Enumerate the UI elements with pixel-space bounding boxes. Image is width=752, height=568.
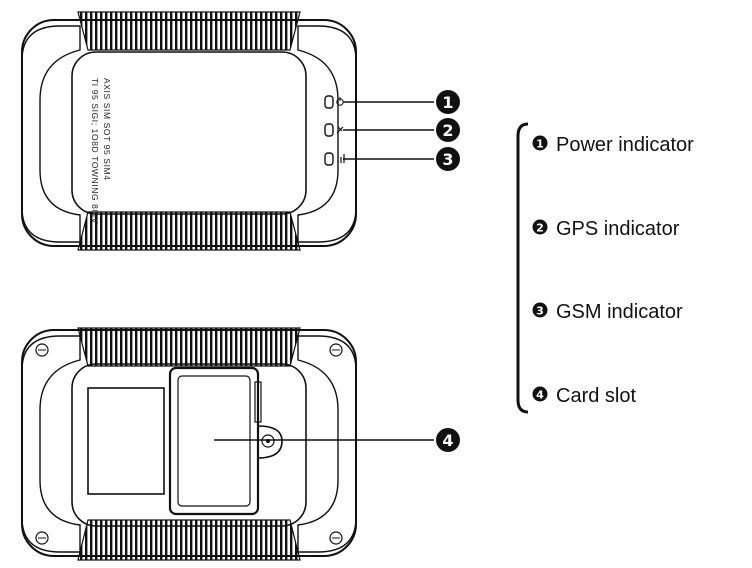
bottom-grip-upper [77,327,301,367]
card-slot-cover [168,366,283,516]
top-left-bumper [21,25,81,243]
callout-badge-1: 1 [436,90,460,114]
bottom-grip-lower [77,519,301,561]
screw-icon [35,531,49,545]
svg-text:4: 4 [442,431,453,450]
device-top-view: TI 95 SIGI; 1O8D TOWNING 80IV AXIS SIM S… [21,11,460,251]
top-right-bumper [297,25,357,243]
screw-icon [35,343,49,357]
gps-icon [336,126,344,134]
bottom-right-bumper [297,335,357,553]
bottom-left-bumper [21,335,81,553]
legend-bracket [516,122,529,414]
legend-item-power: 1 Power indicator [532,134,694,156]
top-inner-lid [71,51,307,215]
engraved-text-line-1: TI 95 SIGI; 1O8D TOWNING 80IV [90,78,100,224]
legend-label: Power indicator [556,134,694,156]
top-grip-lower [77,211,301,251]
legend-item-card-slot: 4 Card slot [532,385,636,407]
svg-text:2: 2 [536,222,544,235]
screw-icon [329,531,343,545]
gps-indicator-led [324,123,344,137]
device-bottom-view: 4 [21,327,460,561]
legend: 1 Power indicator 2 GPS indicator 3 GSM … [516,122,694,414]
bottom-inner-panel [71,363,307,527]
callout-badge-3: 3 [436,147,460,171]
svg-text:1: 1 [536,138,544,151]
svg-text:3: 3 [442,150,453,169]
engraved-text-line-2: AXIS SIM SOT 95 SIM4 [102,78,112,181]
gsm-indicator-led [324,152,345,166]
callout-badge-4: 4 [436,428,460,452]
legend-label: GPS indicator [556,218,680,240]
svg-text:2: 2 [442,121,453,140]
legend-item-gps: 2 GPS indicator [532,218,680,240]
legend-label: GSM indicator [556,301,683,323]
top-grip-upper [77,11,301,51]
svg-text:3: 3 [536,305,544,318]
svg-text:1: 1 [442,93,453,112]
legend-item-gsm: 3 GSM indicator [532,301,683,323]
svg-text:4: 4 [536,389,544,402]
label-recess [87,387,165,495]
power-indicator-led [324,95,344,109]
screw-icon [329,343,343,357]
legend-label: Card slot [556,385,636,407]
callout-badge-2: 2 [436,118,460,142]
